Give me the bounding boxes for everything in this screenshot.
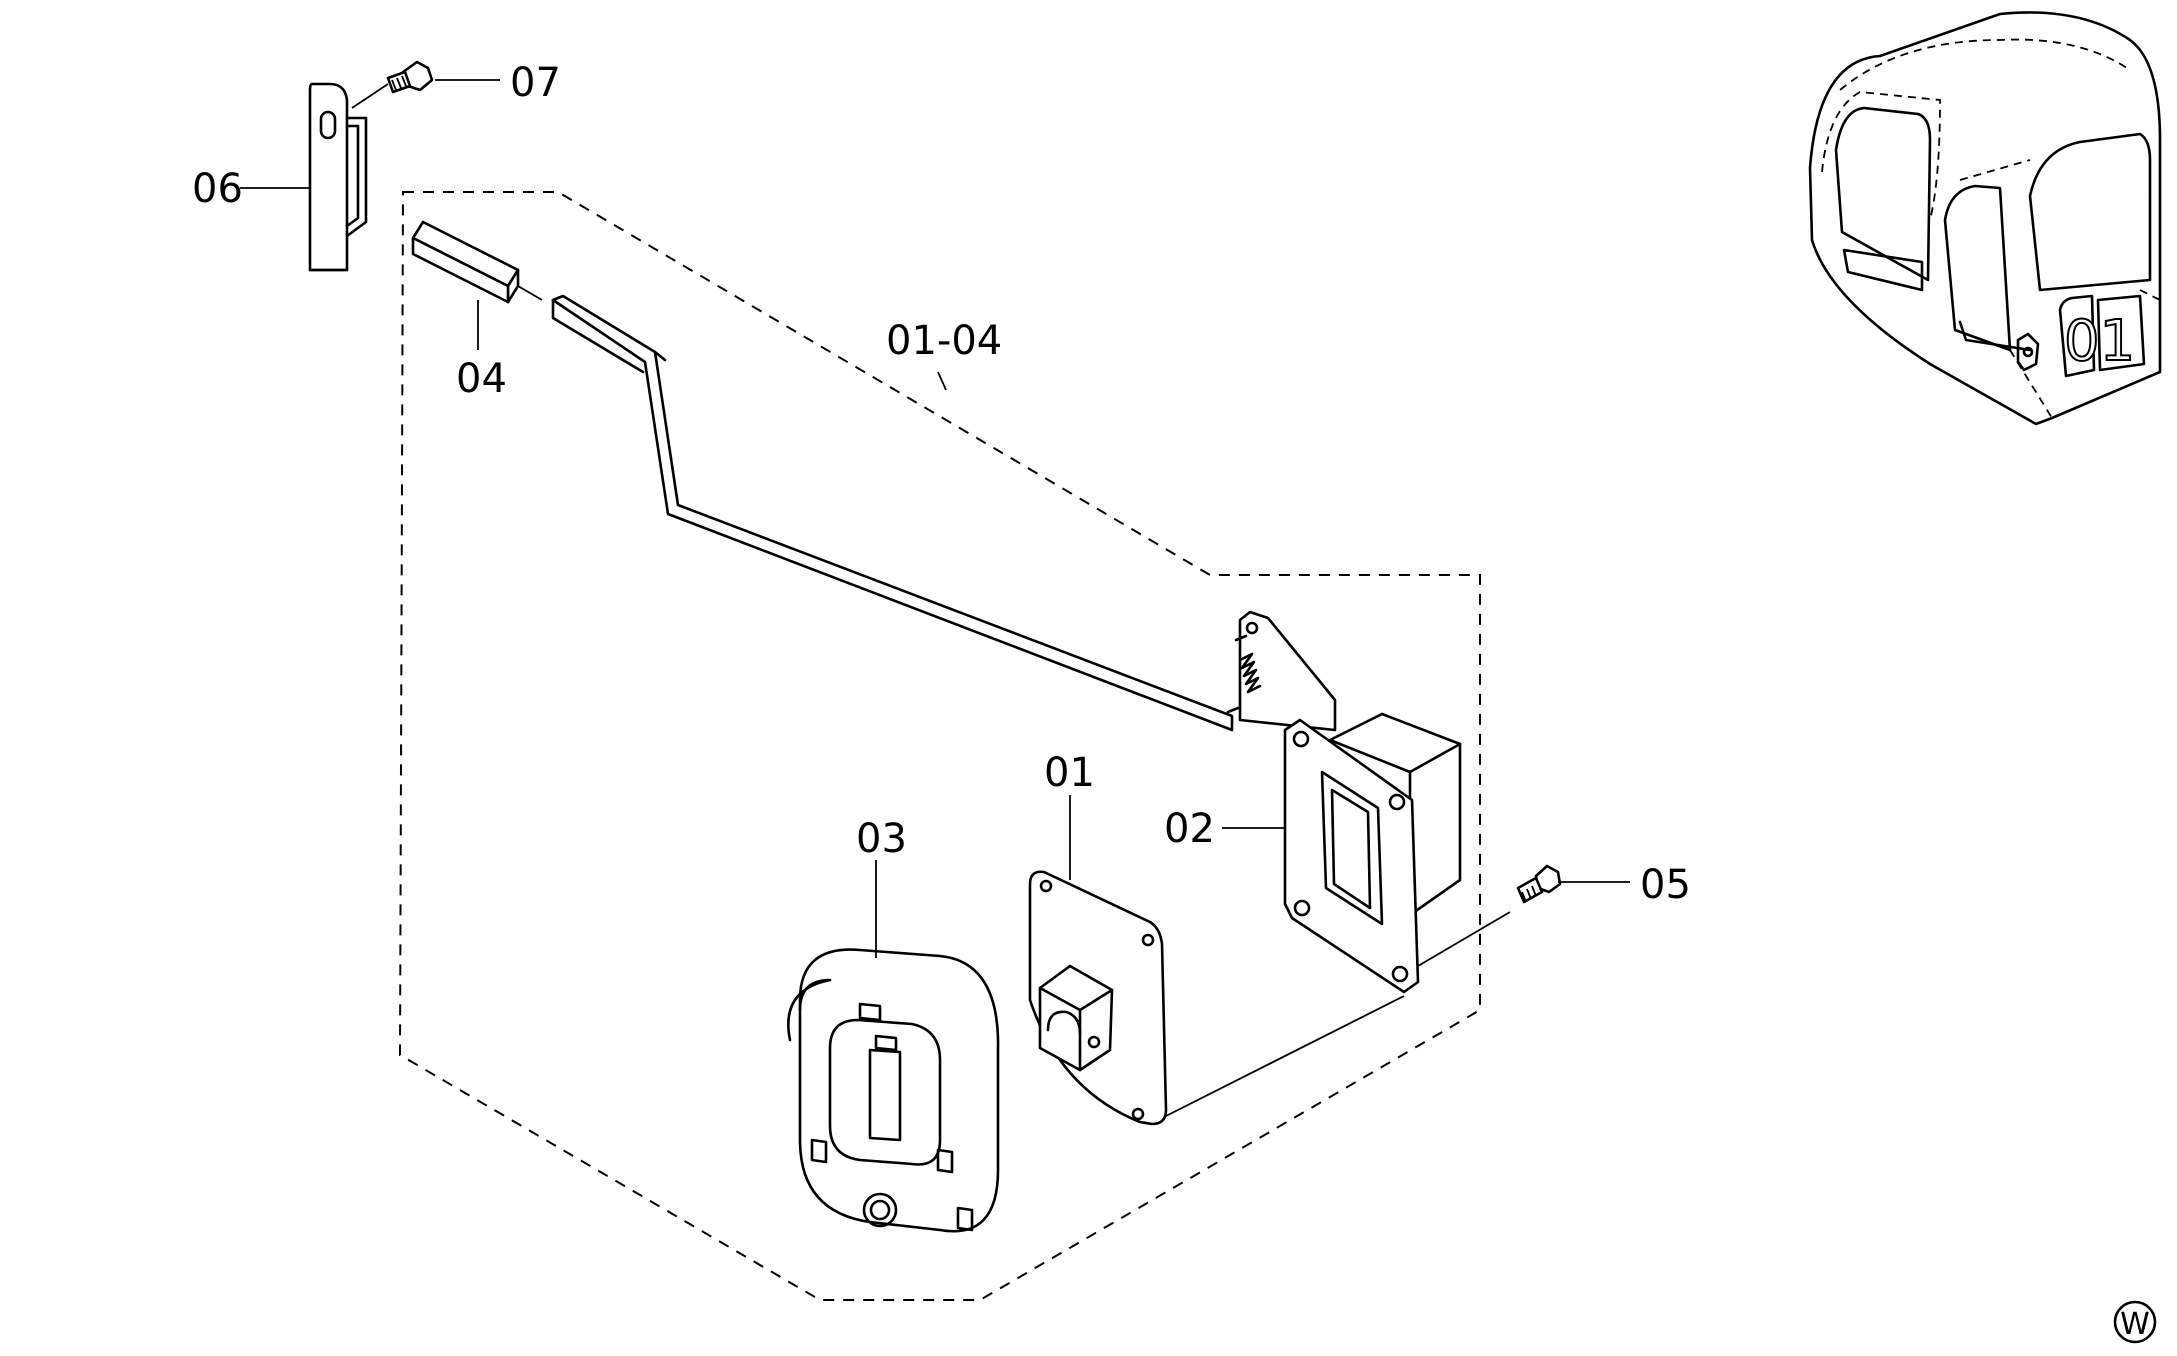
corner-symbol: W — [2113, 1300, 2157, 1344]
part-05-bolt — [1516, 864, 1562, 904]
callout-05: 05 — [1640, 862, 1691, 908]
cab-mark-label: 01 — [2064, 309, 2135, 374]
part-04-knob — [411, 220, 543, 304]
leader-lines — [240, 79, 1630, 958]
cab-locator-thumbnail — [1808, 11, 2162, 426]
control-rod — [551, 294, 1234, 732]
assembly-boundary — [398, 191, 1481, 1301]
callout-03: 03 — [856, 816, 907, 862]
part-01-lock — [1028, 870, 1405, 1126]
callout-01-04: 01-04 — [886, 318, 1002, 364]
callout-01: 01 — [1044, 750, 1095, 796]
callout-04: 04 — [456, 356, 507, 402]
part-03-seal — [787, 948, 1000, 1233]
part-06-bracket — [308, 82, 368, 272]
corner-symbol-letter: W — [2120, 1307, 2150, 1342]
callout-02: 02 — [1164, 806, 1215, 852]
callout-07: 07 — [510, 60, 561, 106]
part-07-bolt — [351, 60, 434, 109]
callout-06: 06 — [192, 166, 243, 212]
part-02-lock-bracket — [1226, 610, 1511, 994]
